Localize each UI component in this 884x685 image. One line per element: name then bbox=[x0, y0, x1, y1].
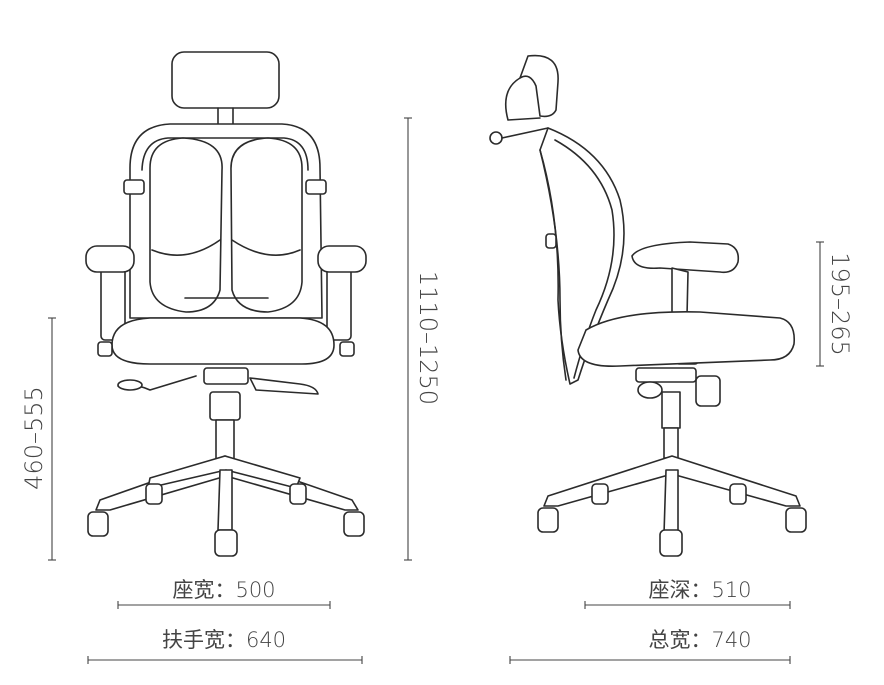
armrest-height-label: 195–265 bbox=[826, 252, 854, 356]
side-view-chair bbox=[489, 54, 807, 557]
dimension-lines bbox=[48, 117, 824, 664]
total-height-label: 1110–1250 bbox=[414, 271, 442, 405]
seat-width-label: 座宽：500 bbox=[172, 578, 275, 602]
armrest-width-label: 扶手宽：640 bbox=[162, 628, 286, 652]
total-width-label: 总宽：740 bbox=[648, 628, 751, 652]
seat-depth-label: 座深：510 bbox=[648, 578, 751, 602]
front-view-chair bbox=[85, 51, 367, 557]
seat-height-label: 460–555 bbox=[20, 386, 48, 490]
